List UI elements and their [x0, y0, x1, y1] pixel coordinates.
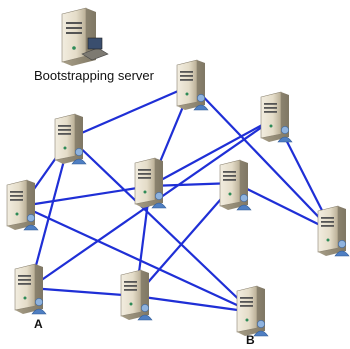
peer-server-icon-n4	[134, 157, 167, 209]
connection-line-n3-n4	[21, 184, 151, 208]
peer-server-icon-n5	[260, 91, 293, 143]
peer-server-icon-n2	[176, 59, 209, 111]
connection-line-n1-n2	[69, 83, 193, 140]
bootstrap-server-icon	[61, 7, 109, 66]
connection-line-n7-n8	[29, 286, 137, 298]
peer-server-icon-n1	[54, 113, 87, 165]
peer-server-icon-n10	[317, 205, 350, 257]
bootstrap-server-label: Bootstrapping server	[34, 68, 155, 83]
node-b-label: B	[246, 333, 255, 347]
connection-line-n6-n8	[135, 182, 236, 297]
peer-server-icon-n7	[14, 263, 47, 315]
peer-server-icon-n6	[219, 159, 252, 211]
connection-line-n4-n5	[149, 117, 276, 187]
peer-server-icon-n3	[6, 179, 39, 231]
peer-server-icon-n8	[120, 269, 153, 321]
peer-server-icon-n9	[236, 285, 269, 337]
connection-line-n6-n11	[234, 182, 331, 231]
connection-line-n1-n9	[69, 137, 253, 313]
node-a-label: A	[34, 317, 43, 331]
connection-line-n3-n9	[21, 205, 253, 313]
connection-line-n2-n10	[191, 84, 334, 233]
peer-nodes	[6, 59, 350, 337]
connection-line-n8-n9	[135, 294, 253, 314]
